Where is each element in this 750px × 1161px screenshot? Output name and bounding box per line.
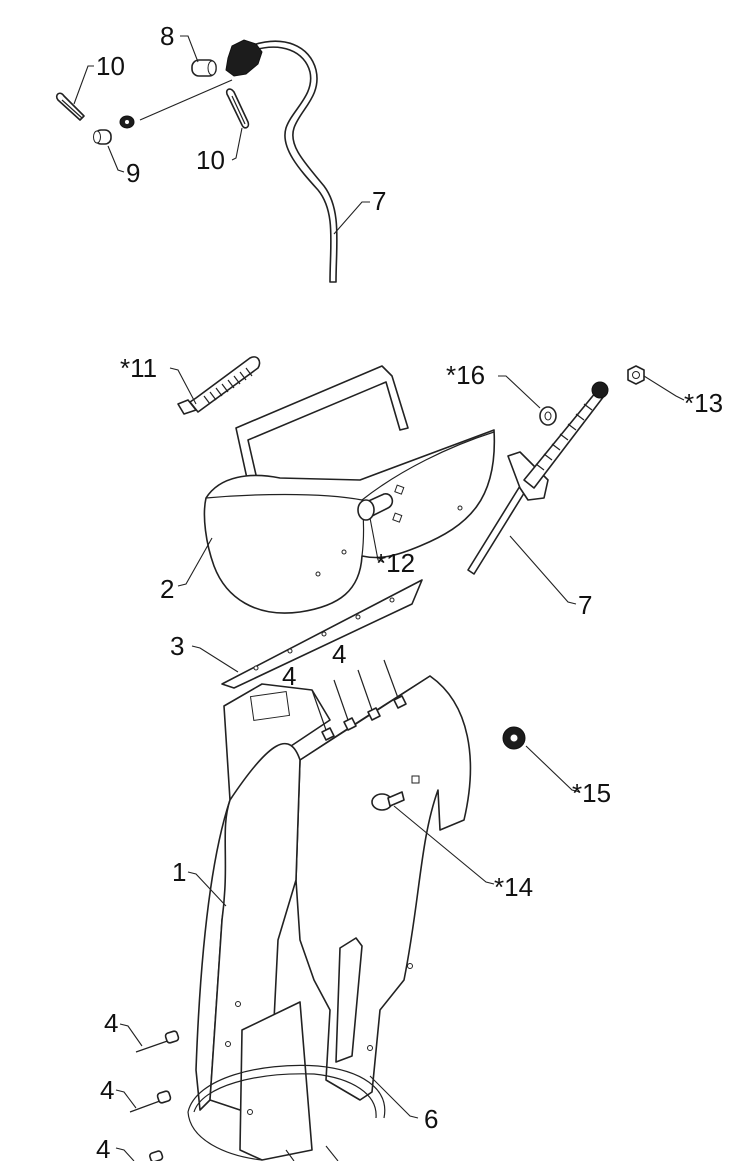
callout-13: *13 — [684, 388, 723, 418]
rivets-part-4-left — [129, 1030, 180, 1161]
callout-10-top: 10 — [96, 51, 125, 81]
callout-11: *11 — [120, 353, 157, 383]
cable-bracket-part-8 — [191, 39, 263, 77]
callout-3: 3 — [170, 631, 184, 661]
callout-4-mid: 4 — [282, 661, 296, 691]
callout-4-upper: 4 — [332, 639, 346, 669]
spring-part-11 — [177, 356, 261, 415]
leader-lines — [73, 35, 685, 1161]
callout-8: 8 — [160, 21, 174, 51]
callout-4-lower-a: 4 — [104, 1008, 118, 1038]
callout-2: 2 — [160, 574, 174, 604]
nut-part-13 — [627, 365, 645, 385]
rivets-part-4-top — [311, 659, 407, 741]
deflector-part-2 — [203, 429, 496, 614]
callout-9: 9 — [126, 158, 140, 188]
washer-part-16 — [539, 406, 557, 426]
cotter-pin-part-10-left — [55, 92, 85, 121]
pin-part-9 — [93, 129, 112, 145]
cable-end-fitting — [119, 115, 135, 129]
carriage-bolt-part-14 — [371, 791, 405, 811]
callout-16: *16 — [446, 360, 485, 390]
scraper-blade-part-3 — [221, 579, 423, 689]
control-cable-part-7-top — [139, 40, 338, 283]
callout-6: 6 — [424, 1104, 438, 1134]
callout-4-lower-c: 4 — [96, 1134, 110, 1161]
pivot-pin-part-12 — [357, 493, 394, 521]
callout-14: *14 — [494, 872, 533, 902]
callout-7-mid: 7 — [578, 590, 592, 620]
adjuster-rod-part-7-mid — [467, 381, 609, 575]
callout-15: *15 — [572, 778, 611, 808]
chute-base-ring — [187, 1064, 386, 1161]
lock-nut-part-15 — [502, 726, 526, 750]
callout-4-lower-b: 4 — [100, 1075, 114, 1105]
callout-12: *12 — [376, 548, 415, 578]
chute-part-1 — [195, 675, 472, 1161]
callout-10-right: 10 — [196, 145, 225, 175]
callout-7-top: 7 — [372, 186, 386, 216]
callout-1: 1 — [172, 857, 186, 887]
cotter-pin-part-10-right — [225, 88, 250, 129]
